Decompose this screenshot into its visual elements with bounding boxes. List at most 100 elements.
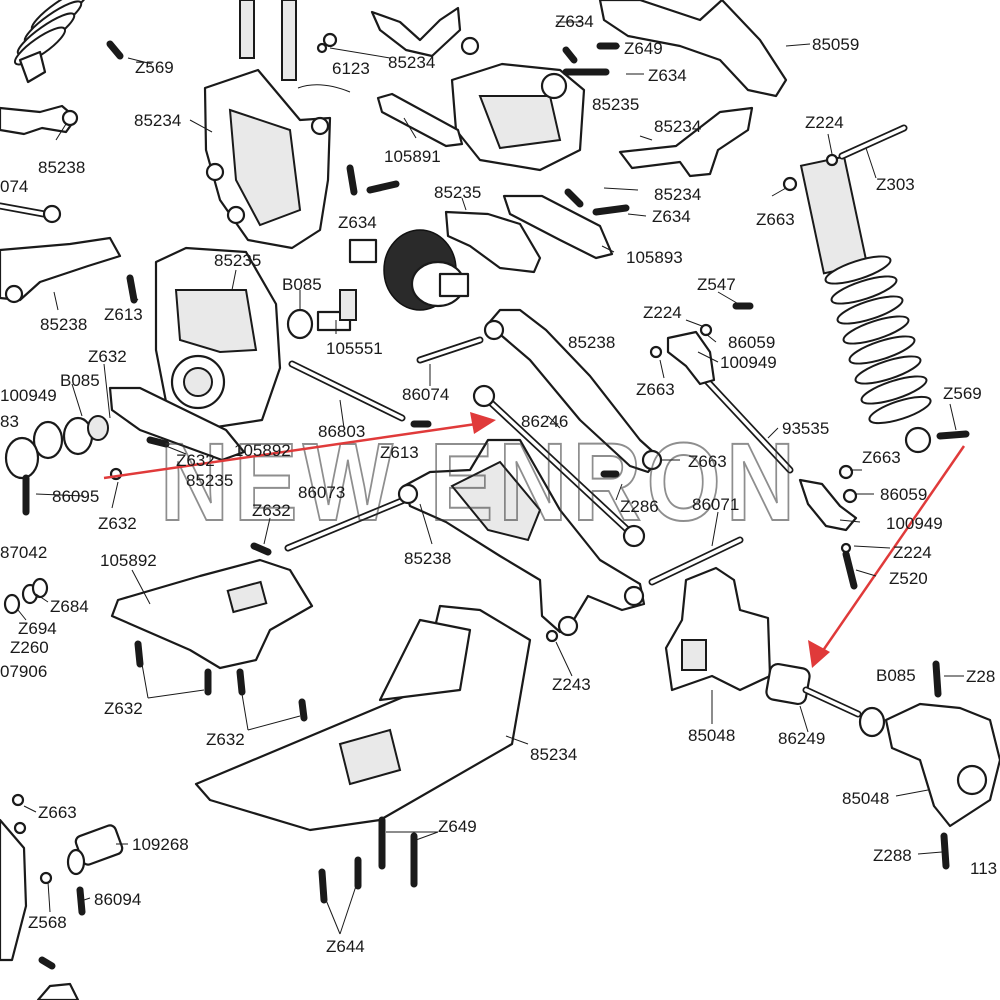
- shock-tower-posts: [239, 0, 255, 59]
- screws: [22, 40, 970, 970]
- label-b085-a: B085: [282, 275, 322, 294]
- label-100949-c: 100949: [886, 514, 943, 533]
- label-z634-b: Z634: [648, 66, 687, 85]
- label-85048-a: 85048: [688, 726, 735, 745]
- label-z288: Z288: [873, 846, 912, 865]
- label-z634-a: Z634: [555, 12, 594, 31]
- plate-105893: [502, 194, 614, 260]
- label-85235-b: 85235: [434, 183, 481, 202]
- label-z632-a: Z632: [88, 347, 127, 366]
- label-86059-a: 86059: [728, 333, 775, 352]
- label-z260: Z260: [10, 638, 49, 657]
- label-z303: Z303: [876, 175, 915, 194]
- label-105892-b: 105892: [100, 551, 157, 570]
- skid-plate-85234: [194, 604, 532, 832]
- label-6123: 6123: [332, 59, 370, 78]
- label-85235-d: 85235: [186, 471, 233, 490]
- label-z568: Z568: [28, 913, 67, 932]
- label-93535: 93535: [782, 419, 829, 438]
- label-z684: Z684: [50, 597, 89, 616]
- label-z694: Z694: [18, 619, 57, 638]
- label-z634-d: Z634: [652, 207, 691, 226]
- label-86095: 86095: [52, 487, 99, 506]
- label-85238-b: 85238: [568, 333, 615, 352]
- leader-lines: [17, 21, 964, 935]
- label-z613-a: Z613: [104, 305, 143, 324]
- label-z520: Z520: [889, 569, 928, 588]
- label-85238-a: 85238: [38, 158, 85, 177]
- label-z632-b: Z632: [176, 451, 215, 470]
- label-z632-d: Z632: [98, 514, 137, 533]
- curved-link-right: [618, 106, 754, 178]
- label-105891: 105891: [384, 147, 441, 166]
- part-labels: Z569 6123 85234 Z634 Z649 Z634 85059 852…: [0, 12, 997, 956]
- label-z569-top: Z569: [135, 58, 174, 77]
- label-85234-c: 85234: [654, 117, 701, 136]
- differential: [348, 229, 470, 311]
- label-85234-a: 85234: [388, 53, 435, 72]
- label-86094: 86094: [94, 890, 141, 909]
- label-z569-b: Z569: [943, 384, 982, 403]
- label-86246: 86246: [521, 412, 568, 431]
- top-center-link: [370, 6, 462, 58]
- main-gearbox: [154, 246, 282, 430]
- small-bracket-85235: [444, 210, 542, 274]
- label-85234-e: 85234: [530, 745, 577, 764]
- label-z224-c: Z224: [893, 543, 932, 562]
- upper-arm-85238: [486, 308, 662, 474]
- label-85048-b: 85048: [842, 789, 889, 808]
- label-85235-a: 85235: [592, 95, 639, 114]
- right-shock: [799, 155, 932, 454]
- axle-86249: [765, 662, 886, 738]
- label-z632-e: Z632: [104, 699, 143, 718]
- label-85059: 85059: [812, 35, 859, 54]
- label-86059-b: 86059: [880, 485, 927, 504]
- label-105551: 105551: [326, 339, 383, 358]
- label-87042: 87042: [0, 543, 47, 562]
- red-arrow-right: [808, 445, 966, 668]
- label-z224-b: Z224: [643, 303, 682, 322]
- label-z547: Z547: [697, 275, 736, 294]
- label-105892-a: 105892: [234, 441, 291, 460]
- label-86074: 86074: [402, 385, 449, 404]
- label-105893: 105893: [626, 248, 683, 267]
- label-86249: 86249: [778, 729, 825, 748]
- label-074: 074: [0, 177, 28, 196]
- label-z663-d: Z663: [862, 448, 901, 467]
- label-z286: Z286: [620, 497, 659, 516]
- label-b085-b: B085: [60, 371, 100, 390]
- top-left-shock: [14, 0, 90, 84]
- label-z224-a: Z224: [805, 113, 844, 132]
- label-z663-c: Z663: [688, 452, 727, 471]
- hub-carrier-85048-right: [884, 702, 1000, 828]
- label-85234-d: 85234: [654, 185, 701, 204]
- spring-z684: [3, 577, 49, 615]
- nuts-and-washers: [11, 32, 858, 885]
- upper-bulkhead: [203, 68, 332, 250]
- label-86071: 86071: [692, 495, 739, 514]
- label-z649-b: Z649: [438, 817, 477, 836]
- label-83: 83: [0, 412, 19, 431]
- label-z644: Z644: [326, 937, 365, 956]
- label-113: 113: [970, 859, 997, 878]
- label-100949-b: 100949: [0, 386, 57, 405]
- label-85238-c: 85238: [40, 315, 87, 334]
- brace-105892: [108, 386, 246, 462]
- hub-carrier-85048: [664, 566, 772, 692]
- label-z663-e: Z663: [38, 803, 77, 822]
- label-z243: Z243: [552, 675, 591, 694]
- chassis-fragment-bottom-left: [0, 818, 28, 962]
- label-z613-b: Z613: [380, 443, 419, 462]
- label-85235-c: 85235: [214, 251, 261, 270]
- upper-gearbox: [450, 36, 586, 172]
- label-b085-c: B085: [876, 666, 916, 685]
- label-z663-b: Z663: [636, 380, 675, 399]
- label-100949-a: 100949: [720, 353, 777, 372]
- label-z632-c: Z632: [252, 501, 291, 520]
- label-86803: 86803: [318, 422, 365, 441]
- rear-bracket-85059: [598, 0, 788, 98]
- label-z28: Z28: [966, 667, 995, 686]
- label-85234-b: 85234: [134, 111, 181, 130]
- red-arrow-left: [103, 412, 496, 480]
